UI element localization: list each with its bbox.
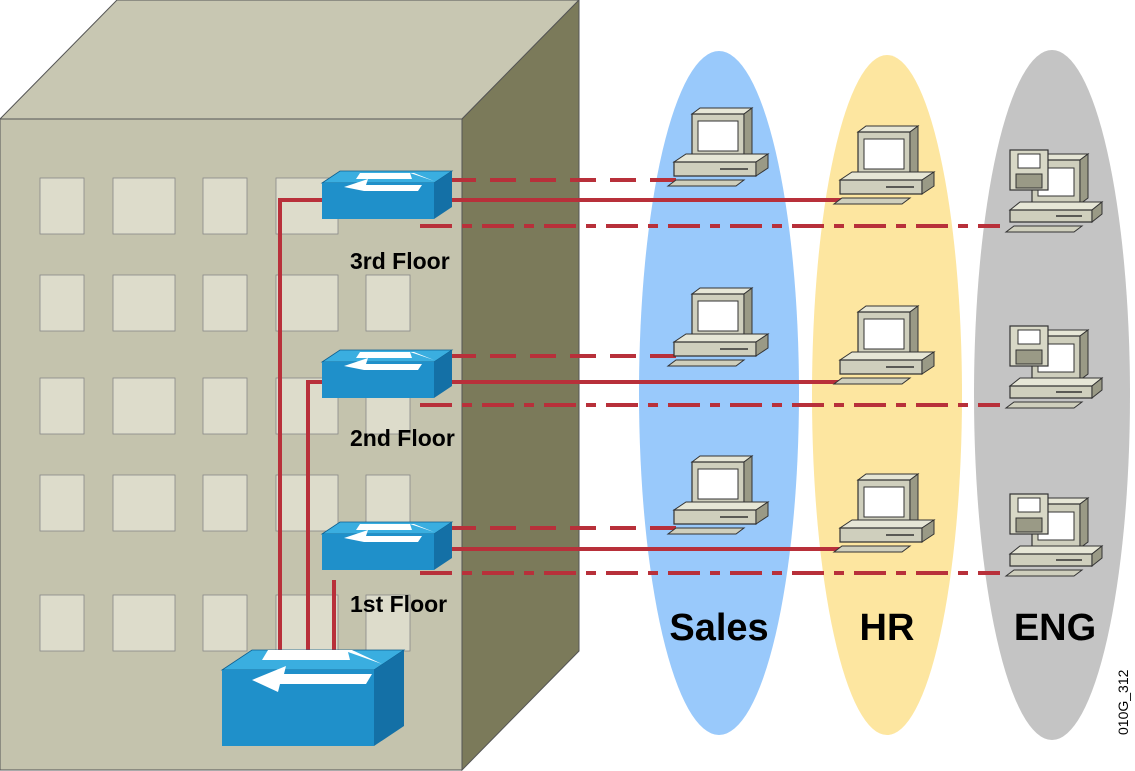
building-window — [202, 177, 248, 235]
uplink-2nd-floor — [306, 380, 322, 650]
uplink-3rd-floor — [278, 198, 322, 650]
switch-2nd-floor[interactable] — [321, 349, 453, 399]
switch-icon — [344, 524, 434, 542]
floor-label-1st: 1st Floor — [350, 591, 447, 617]
building-window — [202, 274, 248, 332]
switch-1st-floor[interactable] — [321, 521, 453, 571]
building-side — [461, 0, 580, 771]
floor-label-3rd: 3rd Floor — [350, 248, 450, 274]
floor-label-2nd: 2nd Floor — [350, 425, 455, 451]
building-window — [39, 594, 85, 652]
building-window — [39, 377, 85, 435]
switch-icon — [344, 352, 434, 370]
building-window — [112, 177, 176, 235]
building-window — [112, 594, 176, 652]
switch-3rd-floor[interactable] — [321, 170, 453, 220]
building-window — [112, 274, 176, 332]
switch-core[interactable] — [220, 649, 406, 746]
building — [0, 0, 580, 771]
group-label-hr: HR — [860, 607, 915, 649]
building-window — [112, 474, 176, 532]
building-window — [39, 474, 85, 532]
switch-icon — [252, 650, 382, 692]
building-window — [39, 274, 85, 332]
building-window — [112, 377, 176, 435]
links — [278, 178, 1000, 650]
group-label-eng: ENG — [1014, 607, 1096, 649]
building-window — [365, 594, 411, 652]
building-window — [275, 274, 339, 332]
building-window — [39, 177, 85, 235]
building-window — [365, 274, 411, 332]
building-window — [202, 474, 248, 532]
building-window — [202, 377, 248, 435]
group-label-sales: Sales — [669, 607, 768, 649]
building-window — [202, 594, 248, 652]
figure-code: 010G_312 — [1115, 669, 1131, 735]
group-ellipse-sales — [639, 51, 799, 735]
switch-icon — [344, 173, 434, 191]
